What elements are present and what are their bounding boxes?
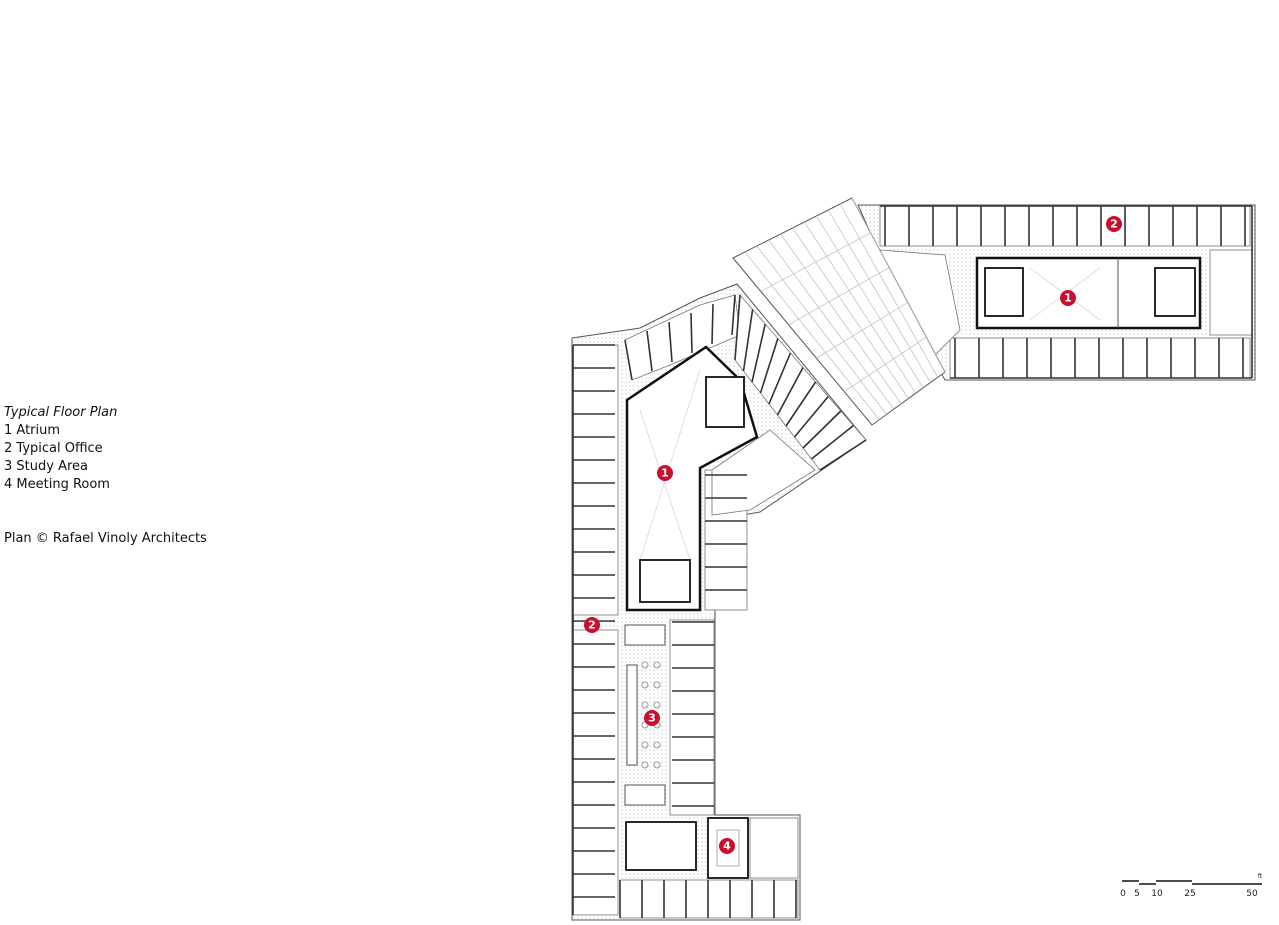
office-wall bbox=[768, 352, 792, 405]
roof-mullion bbox=[792, 227, 909, 399]
svg-text:1: 1 bbox=[1064, 292, 1072, 305]
roof-mullion bbox=[756, 245, 887, 415]
office-wall bbox=[776, 367, 804, 416]
office-wall bbox=[751, 323, 766, 383]
service-cores bbox=[625, 267, 1196, 871]
study-seat bbox=[653, 741, 661, 749]
study-seat bbox=[641, 701, 649, 709]
marker-office-east: 2 bbox=[1106, 216, 1122, 232]
legend-item-meeting-room: 4 Meeting Room bbox=[4, 477, 110, 492]
roof-mullion bbox=[780, 233, 902, 405]
study-seat bbox=[653, 701, 661, 709]
svg-text:3: 3 bbox=[648, 712, 656, 725]
roof-mullion bbox=[816, 302, 908, 359]
study-seat bbox=[641, 761, 649, 769]
roof-mullion bbox=[788, 267, 890, 326]
atrium-glass-roof bbox=[732, 197, 946, 426]
study-seat bbox=[641, 661, 649, 669]
svg-text:4: 4 bbox=[723, 840, 731, 853]
study-seat bbox=[653, 661, 661, 669]
study-seat bbox=[641, 681, 649, 689]
office-wall bbox=[811, 424, 854, 460]
legend-item-study-area: 3 Study Area bbox=[4, 459, 88, 474]
legend-item-typical-office: 2 Typical Office bbox=[4, 441, 103, 456]
office-wall bbox=[731, 294, 736, 336]
office-wall bbox=[819, 439, 867, 471]
svg-text:2: 2 bbox=[1110, 218, 1118, 231]
roof-mullion bbox=[760, 232, 871, 292]
marker-atrium-east: 1 bbox=[1060, 290, 1076, 306]
svg-text:2: 2 bbox=[588, 619, 596, 632]
marker-study-area: 3 bbox=[644, 710, 660, 726]
scale-unit: ft bbox=[1258, 873, 1263, 880]
study-seat bbox=[641, 741, 649, 749]
legend-item-atrium: 1 Atrium bbox=[4, 423, 61, 438]
office-wall bbox=[624, 339, 633, 381]
study-area bbox=[624, 624, 666, 806]
roof-mullion bbox=[851, 197, 946, 373]
marker-meeting-room: 4 bbox=[719, 838, 735, 854]
svg-text:1: 1 bbox=[661, 467, 669, 480]
credit: Plan © Rafael Vinoly Architects bbox=[4, 531, 207, 546]
scale-tick: 25 bbox=[1184, 889, 1195, 899]
scale-tick: 10 bbox=[1151, 889, 1163, 899]
roof-mullion bbox=[827, 209, 931, 383]
office-wall bbox=[734, 294, 741, 361]
study-seat bbox=[653, 761, 661, 769]
scale-tick: 50 bbox=[1246, 889, 1258, 899]
study-seat bbox=[653, 681, 661, 689]
scale-bar: ft 0 5 10 25 50 bbox=[1120, 873, 1263, 899]
roof-mullion bbox=[744, 251, 880, 420]
roof-mullion bbox=[839, 203, 939, 378]
study-seat bbox=[641, 721, 649, 729]
office-wall bbox=[711, 303, 714, 345]
office-wall bbox=[690, 312, 693, 354]
marker-atrium-west: 1 bbox=[657, 465, 673, 481]
roof-mullion bbox=[844, 336, 927, 392]
roof-mullion bbox=[768, 239, 895, 410]
office-wall bbox=[785, 381, 817, 427]
scale-tick: 0 bbox=[1120, 889, 1126, 899]
office-wall bbox=[646, 330, 653, 372]
office-wall bbox=[793, 395, 829, 438]
office-wall bbox=[759, 338, 779, 394]
legend-title: Typical Floor Plan bbox=[4, 405, 118, 420]
office-wall bbox=[742, 309, 754, 372]
scale-tick: 5 bbox=[1134, 889, 1140, 899]
office-wall bbox=[668, 321, 673, 363]
marker-office-west: 2 bbox=[584, 617, 600, 633]
roof-mullion bbox=[804, 221, 917, 394]
legend: Typical Floor Plan 1 Atrium 2 Typical Of… bbox=[4, 404, 117, 494]
office-wall bbox=[802, 410, 842, 449]
roof-mullion bbox=[816, 215, 924, 389]
